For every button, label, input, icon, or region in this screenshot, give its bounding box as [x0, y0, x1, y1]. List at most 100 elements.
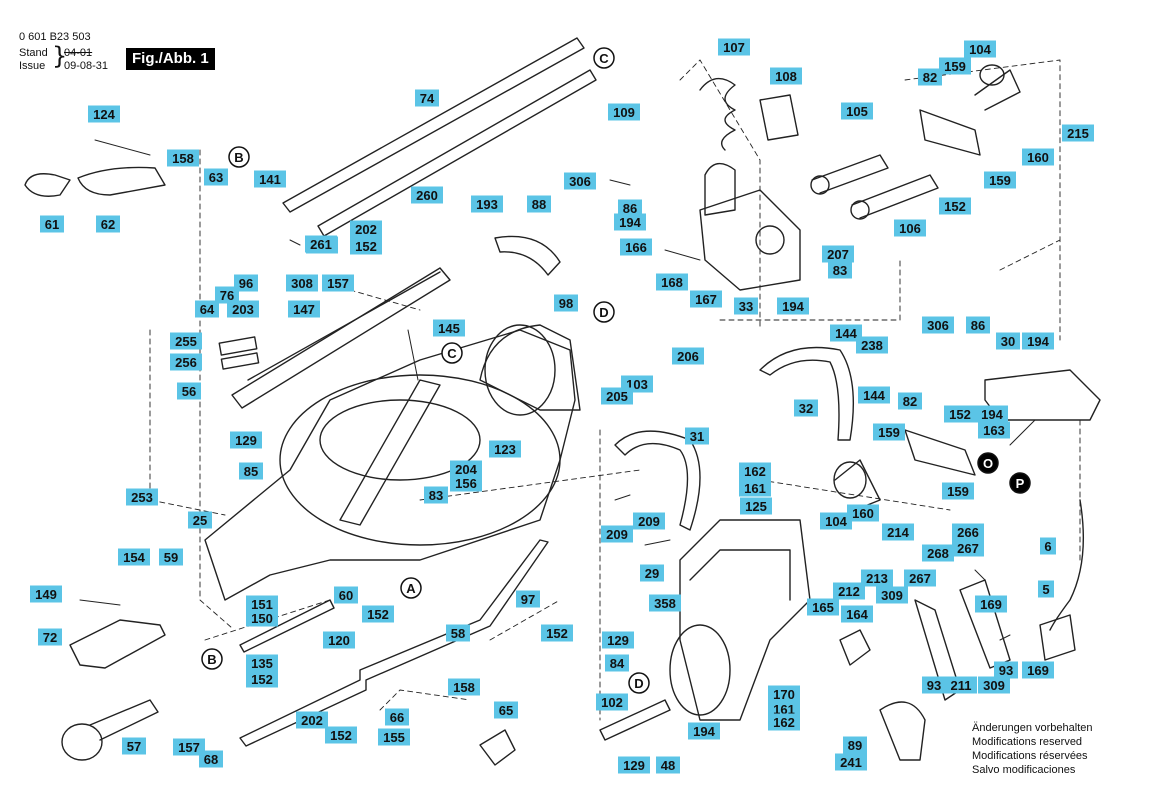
part-label-box — [734, 297, 758, 315]
part-label-box — [450, 460, 482, 478]
parts-artwork — [24, 37, 1101, 766]
part-label-box — [159, 548, 183, 566]
part-label-layer: 1246162158631412021522619630815764762031… — [30, 38, 1094, 774]
part-label-box — [378, 728, 410, 746]
part-label-text: 66 — [390, 710, 404, 725]
part-label-33: 33 — [734, 297, 758, 315]
part-label-box — [640, 564, 664, 582]
part-label-box — [596, 693, 628, 711]
callout-circle — [228, 146, 250, 168]
part-label-text: 56 — [182, 384, 196, 399]
part-label-149: 149 — [30, 585, 62, 603]
part-label-box — [334, 586, 358, 604]
part-label-box — [527, 195, 551, 213]
part-label-box — [362, 605, 394, 623]
part-label-text: 68 — [204, 752, 218, 767]
part-label-158: 158 — [167, 149, 199, 167]
part-label-text: 206 — [677, 349, 699, 364]
part-label-165: 165 — [807, 598, 839, 616]
part-label-box — [40, 215, 64, 233]
part-label-157: 157 — [322, 274, 354, 292]
part-label-box — [945, 676, 977, 694]
part-label-text: 96 — [239, 276, 253, 291]
part-label-text: 104 — [825, 514, 847, 529]
part-label-text: 157 — [327, 276, 349, 291]
part-label-box — [246, 670, 278, 688]
part-label-text: 194 — [981, 407, 1003, 422]
part-label-64: 64 — [195, 300, 219, 318]
part-label-306: 306 — [922, 316, 954, 334]
circle-callout-b-1: B — [228, 146, 250, 168]
part-label-163: 163 — [978, 421, 1010, 439]
part-label-box — [828, 261, 852, 279]
figure-badge: Fig./Abb. 1 — [126, 48, 215, 70]
part-label-text: 213 — [866, 571, 888, 586]
callout-circle — [400, 577, 422, 599]
part-label-text: 194 — [1027, 334, 1049, 349]
part-label-106: 106 — [894, 219, 926, 237]
part-label-266: 266 — [952, 523, 984, 541]
part-label-box — [446, 624, 470, 642]
part-label-83: 83 — [828, 261, 852, 279]
part-label-124: 124 — [88, 105, 120, 123]
part-label-text: 144 — [835, 326, 857, 341]
part-label-box — [830, 324, 862, 342]
part-label-box — [876, 586, 908, 604]
part-label-box — [126, 488, 158, 506]
part-label-text: 158 — [453, 680, 475, 695]
circle-callout-d-6: D — [628, 672, 650, 694]
part-label-text: 141 — [259, 172, 281, 187]
part-label-text: 32 — [799, 401, 813, 416]
part-label-text: 152 — [355, 239, 377, 254]
part-label-text: 123 — [494, 442, 516, 457]
part-label-152: 152 — [362, 605, 394, 623]
part-label-text: 157 — [178, 740, 200, 755]
part-label-box — [656, 273, 688, 291]
callout-letter: C — [599, 51, 609, 66]
part-label-62: 62 — [96, 215, 120, 233]
part-label-164: 164 — [841, 605, 873, 623]
part-label-text: 214 — [887, 525, 909, 540]
part-label-text: 58 — [451, 626, 465, 641]
callout-circle — [628, 672, 650, 694]
part-label-207: 207 — [822, 245, 854, 263]
part-label-156: 156 — [450, 474, 482, 492]
part-label-text: 33 — [739, 299, 753, 314]
part-label-box — [952, 539, 984, 557]
part-label-202: 202 — [350, 220, 382, 238]
part-label-box — [350, 220, 382, 238]
part-label-text: 260 — [416, 188, 438, 203]
part-label-text: 256 — [175, 355, 197, 370]
callout-circle — [977, 452, 999, 474]
part-label-161: 161 — [739, 479, 771, 497]
part-label-text: 125 — [745, 499, 767, 514]
part-label-152: 152 — [246, 670, 278, 688]
part-label-text: 194 — [693, 724, 715, 739]
part-label-93: 93 — [922, 676, 946, 694]
part-label-74: 74 — [415, 89, 439, 107]
part-label-120: 120 — [323, 631, 355, 649]
part-label-box — [841, 102, 873, 120]
part-label-box — [739, 462, 771, 480]
part-label-text: 86 — [623, 201, 637, 216]
part-label-161: 161 — [768, 700, 800, 718]
part-label-box — [1022, 661, 1054, 679]
part-label-194: 194 — [688, 722, 720, 740]
part-label-204: 204 — [450, 460, 482, 478]
callout-letter: B — [234, 150, 243, 165]
callout-circle — [441, 342, 463, 364]
part-label-box — [450, 474, 482, 492]
callout-circle — [593, 301, 615, 323]
part-label-text: 261 — [310, 237, 332, 252]
part-label-125: 125 — [740, 497, 772, 515]
part-label-box — [199, 750, 223, 768]
part-label-150: 150 — [246, 609, 278, 627]
part-label-text: 107 — [723, 40, 745, 55]
part-label-text: 129 — [235, 433, 257, 448]
part-label-31: 31 — [685, 427, 709, 445]
callout-letter: A — [406, 581, 416, 596]
part-label-box — [978, 421, 1010, 439]
part-label-82: 82 — [918, 68, 942, 86]
part-label-text: 358 — [654, 596, 676, 611]
note-fr: Modifications réservées — [972, 750, 1088, 762]
